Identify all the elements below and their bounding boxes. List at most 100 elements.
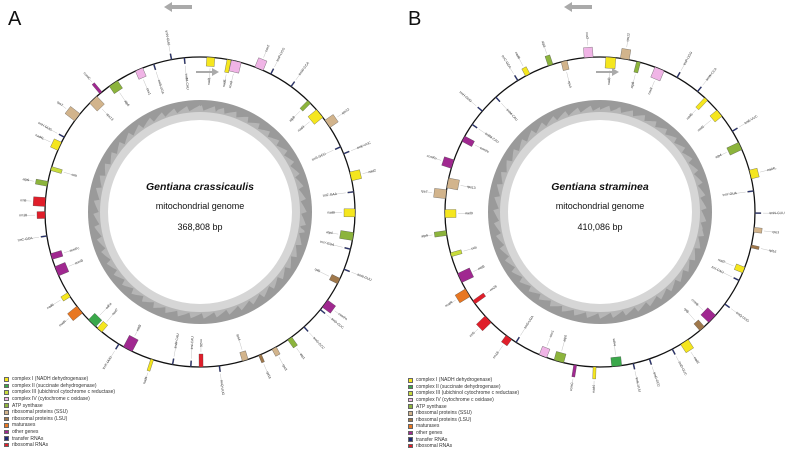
gene-label: trnN-GUU	[769, 211, 785, 215]
gene-label: trnY-GUA	[722, 191, 738, 197]
legend-label: other genes	[416, 430, 442, 436]
legend-label: ribosomal RNAs	[416, 443, 452, 449]
gene-rrn26	[473, 293, 486, 304]
legend-label: ribosomal proteins (LSU)	[416, 417, 471, 423]
gene-label: trnG-GCC	[312, 336, 326, 350]
gene-block	[184, 58, 186, 64]
gene-label: sdh4	[612, 338, 617, 346]
legend-swatch	[408, 424, 413, 429]
gene-nad4	[593, 367, 596, 379]
gene-label: atp4	[715, 153, 723, 159]
gene-block	[35, 179, 48, 186]
gene-block	[206, 57, 215, 67]
gene-block	[55, 262, 69, 275]
legend-swatch	[4, 397, 9, 402]
gene-ccmFn	[322, 300, 335, 313]
gene-label: trnE-UUC	[356, 141, 372, 150]
gene-block	[455, 289, 470, 303]
legend-swatch	[4, 430, 9, 435]
gene-block	[477, 107, 482, 112]
gene-label: rps12	[341, 107, 350, 115]
gene-label: trnE-UUC	[744, 114, 759, 125]
gene-block	[308, 110, 323, 125]
gene-label: trnW-CCA	[705, 67, 718, 82]
gene-trnY-GUA	[748, 190, 754, 192]
legend-item: complex II (succinate dehydrogenase)	[4, 383, 115, 390]
legend-item: complex I (NADH dehydrogenase)	[408, 377, 519, 384]
legend-label: ATP synthase	[416, 404, 447, 410]
legend-label: complex IV (cytochrome c oxidase)	[416, 397, 494, 403]
gene-nad3	[308, 110, 323, 125]
gene-block	[92, 83, 102, 94]
gene-block	[291, 81, 295, 87]
gene-label: atp9	[421, 233, 428, 238]
legend-label: complex III (ubichinol cytochrome c redu…	[12, 389, 115, 395]
legend-label: transfer RNAs	[416, 437, 447, 443]
gene-ccmC	[572, 365, 577, 377]
gene-atp9	[434, 231, 447, 238]
gene-nad1	[710, 110, 722, 122]
legend-swatch	[4, 377, 9, 382]
legend-label: ribosomal proteins (SSU)	[416, 410, 472, 416]
gene-trnF-GAA	[348, 191, 354, 193]
gene-block	[649, 359, 652, 365]
gene-block	[90, 96, 105, 111]
gene-label: rrn18	[492, 351, 500, 360]
gene-label: nad4L	[767, 166, 777, 172]
gene-matR	[67, 306, 82, 321]
gene-label: trnM-CAU	[506, 108, 519, 122]
legend-label: transfer RNAs	[12, 436, 43, 442]
legend-label: other genes	[12, 429, 38, 435]
gene-label: trnS-UGA	[523, 314, 535, 329]
gene-block	[147, 359, 154, 371]
gene-cox3	[229, 60, 241, 73]
gene-nad9	[445, 210, 456, 218]
gene-trnD-GUC	[320, 309, 325, 314]
gene-label: ccmFn	[337, 312, 348, 321]
gene-trnI-CAU	[733, 277, 739, 281]
gene-block	[651, 67, 664, 81]
gene-label: trnC-GCA	[501, 54, 513, 69]
legend-swatch	[4, 403, 9, 408]
gene-rpl5	[694, 320, 704, 331]
gc-center	[508, 120, 692, 304]
gene-rps7	[434, 188, 447, 198]
gene-block	[710, 110, 722, 122]
gene-label: atp8	[630, 81, 636, 88]
gene-block	[516, 337, 520, 343]
gene-label: nad7	[111, 307, 119, 315]
gene-trnM-CAU	[172, 359, 174, 365]
gene-block	[634, 61, 641, 73]
gene-block	[561, 61, 569, 71]
gene-label: cox2	[585, 32, 590, 40]
gene-label: trnG-GCC	[652, 372, 661, 388]
legend-item: complex II (succinate dehydrogenase)	[408, 384, 519, 391]
gene-label: nad2	[368, 168, 376, 174]
legend-label: ATP synthase	[12, 403, 43, 409]
gene-trnC-GCA	[41, 235, 47, 237]
gene-trnD-GUC	[672, 349, 676, 355]
gene-block	[732, 128, 738, 132]
gene-block	[495, 97, 500, 102]
gene-trnP-UGG	[677, 72, 681, 78]
gene-block	[450, 250, 462, 257]
gene-label: rps4	[235, 334, 241, 342]
gene-block	[33, 197, 46, 207]
gene-rpl16	[751, 245, 759, 250]
legend-item: complex III (ubichinol cytochrome c redu…	[4, 389, 115, 396]
gene-cox1	[135, 68, 146, 79]
gene-atp9	[35, 179, 48, 186]
legend-swatch	[408, 411, 413, 416]
gene-block	[696, 98, 708, 110]
legend-swatch	[408, 398, 413, 403]
gene-label: nad1	[697, 124, 705, 132]
gene-ccmB	[701, 308, 716, 323]
legend-label: complex I (NADH dehydrogenase)	[12, 376, 88, 382]
gene-label: rrn5	[20, 198, 26, 202]
gene-block	[172, 359, 174, 365]
gene-trnG-GCC	[649, 359, 652, 365]
gene-trnK-UUU	[115, 344, 119, 350]
gene-label: cox1	[145, 87, 152, 95]
gene-block	[229, 60, 241, 73]
legend-label: ribosomal proteins (LSU)	[12, 416, 67, 422]
